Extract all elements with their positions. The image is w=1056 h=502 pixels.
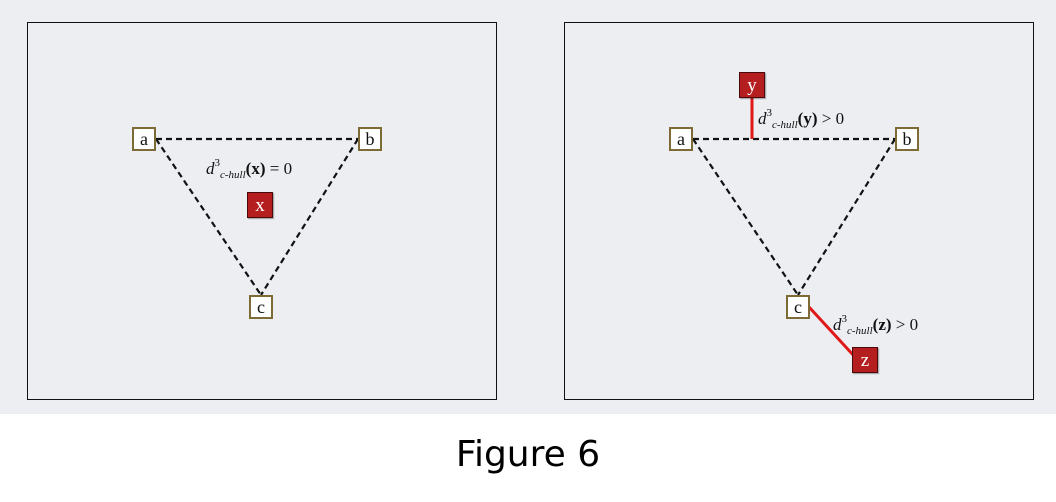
distance-line-z: [807, 305, 857, 359]
vertex-c: c: [786, 295, 810, 319]
vertex-a: a: [669, 127, 693, 151]
left-hull-edges: [155, 137, 359, 296]
left-panel: a b c x d3c-hull(x) = 0: [27, 22, 497, 400]
edge-ac: [155, 138, 262, 296]
formula-x: d3c-hull(x) = 0: [206, 157, 293, 181]
formula-y: d3c-hull(y) > 0: [758, 107, 845, 131]
vertex-c: c: [249, 295, 273, 319]
edge-bc: [797, 138, 896, 296]
point-z: z: [852, 347, 878, 373]
edge-ac: [692, 138, 799, 296]
formula-z: d3c-hull(z) > 0: [833, 313, 919, 337]
vertex-a: a: [132, 127, 156, 151]
right-hull-edges: [692, 97, 896, 359]
right-panel: a b c y z d3c-hull(y) > 0 d3c-hull(z) > …: [564, 22, 1034, 400]
vertex-b: b: [895, 127, 919, 151]
vertex-b: b: [358, 127, 382, 151]
point-x: x: [247, 192, 273, 218]
edge-bc: [260, 138, 359, 296]
point-y: y: [739, 72, 765, 98]
figure-area: a b c x d3c-hull(x) = 0 a b c y z d3c-hu…: [0, 0, 1056, 414]
figure-caption: Figure 6: [455, 434, 601, 475]
